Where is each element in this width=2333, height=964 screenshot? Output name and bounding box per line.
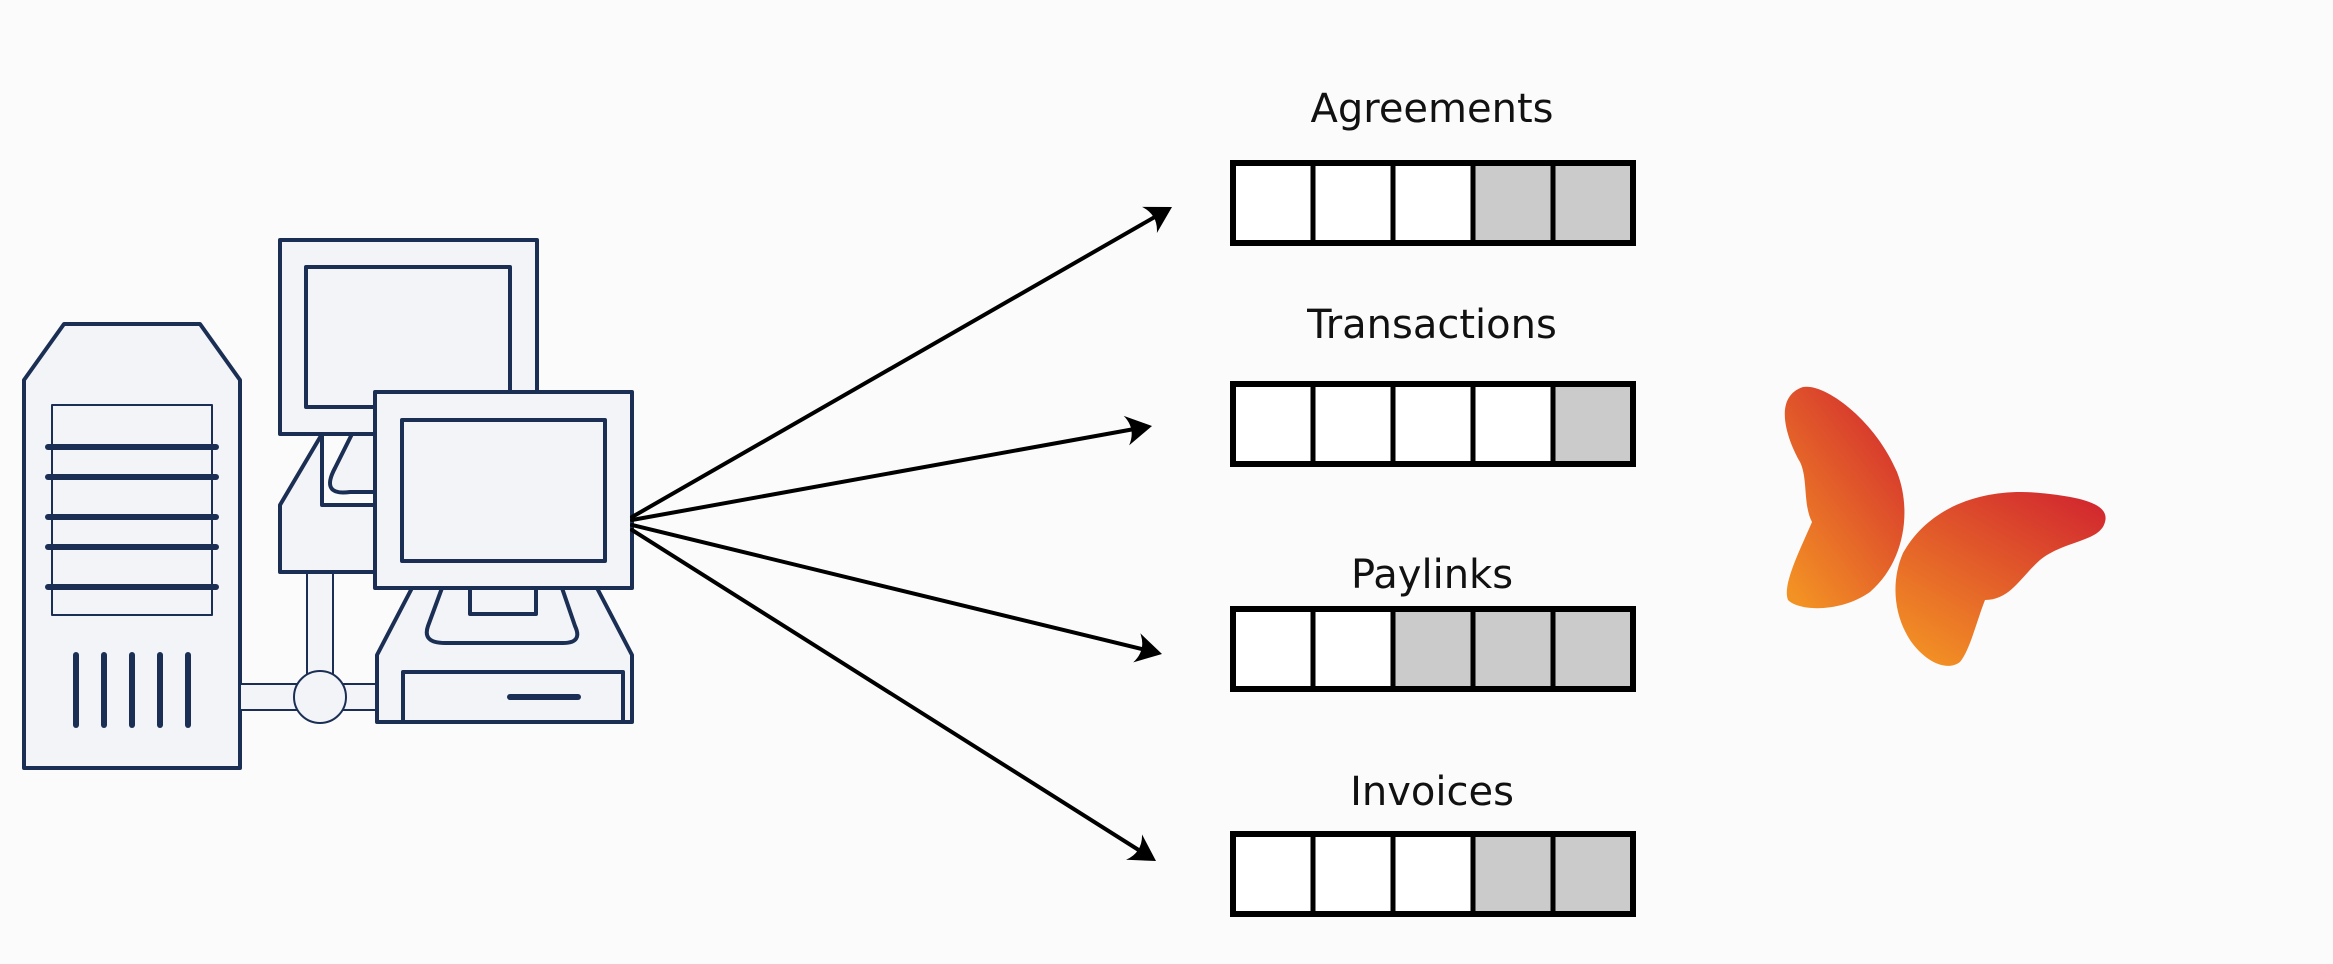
queue-border	[1230, 606, 1636, 692]
arrow-agreements	[630, 212, 1162, 519]
queue-label: Paylinks	[1351, 552, 1513, 598]
network-connector-icon	[239, 571, 377, 724]
queue-slot-empty	[1313, 163, 1393, 243]
queue-label: Invoices	[1350, 769, 1514, 815]
arrow-invoices	[630, 528, 1147, 856]
queue-slot-empty	[1393, 163, 1473, 243]
arrows	[630, 212, 1162, 856]
queue-slot-filled	[1553, 609, 1633, 689]
queue-slot-filled	[1393, 609, 1473, 689]
queue-slots	[1230, 160, 1636, 246]
butterfly-logo-icon	[1784, 386, 2106, 666]
butterfly-left-wing	[1784, 386, 1905, 609]
arrowhead-paylinks	[1133, 633, 1162, 663]
queue-slot-filled	[1553, 834, 1633, 914]
front-computer-icon	[373, 390, 634, 724]
queue-transactions: Transactions	[1230, 302, 1636, 467]
queue-paylinks: Paylinks	[1230, 552, 1636, 692]
queue-slot-empty	[1313, 834, 1393, 914]
queue-label: Transactions	[1306, 302, 1557, 348]
queue-slot-filled	[1473, 834, 1553, 914]
server-tower-icon	[22, 322, 242, 770]
queue-slots	[1230, 381, 1636, 467]
arrowhead-agreements	[1141, 206, 1172, 233]
queue-slot-empty	[1473, 384, 1553, 464]
queue-slots	[1230, 606, 1636, 692]
queue-slot-empty	[1233, 609, 1313, 689]
queue-slot-empty	[1313, 384, 1393, 464]
arrowhead-transactions	[1123, 415, 1152, 446]
queue-border	[1230, 381, 1636, 467]
arrow-paylinks	[630, 523, 1152, 653]
queue-slot-empty	[1313, 609, 1393, 689]
queue-border	[1230, 831, 1636, 917]
queue-border	[1230, 160, 1636, 246]
queue-slots	[1230, 831, 1636, 917]
butterfly-right-wing	[1895, 492, 2106, 666]
arrow-transactions	[630, 426, 1142, 522]
queue-slot-filled	[1553, 163, 1633, 243]
queue-slot-filled	[1473, 163, 1553, 243]
arrowhead-invoices	[1126, 834, 1156, 861]
queue-slot-empty	[1393, 384, 1473, 464]
queue-slot-filled	[1553, 384, 1633, 464]
queue-slot-filled	[1473, 609, 1553, 689]
queue-agreements: Agreements	[1230, 86, 1636, 246]
queue-slot-empty	[1393, 834, 1473, 914]
arrowheads	[1123, 206, 1172, 861]
queue-label: Agreements	[1311, 86, 1554, 132]
server-and-computers-icon	[22, 238, 634, 770]
queue-slot-empty	[1233, 384, 1313, 464]
queue-slot-empty	[1233, 163, 1313, 243]
queue-invoices: Invoices	[1230, 769, 1636, 917]
queue-slot-empty	[1233, 834, 1313, 914]
